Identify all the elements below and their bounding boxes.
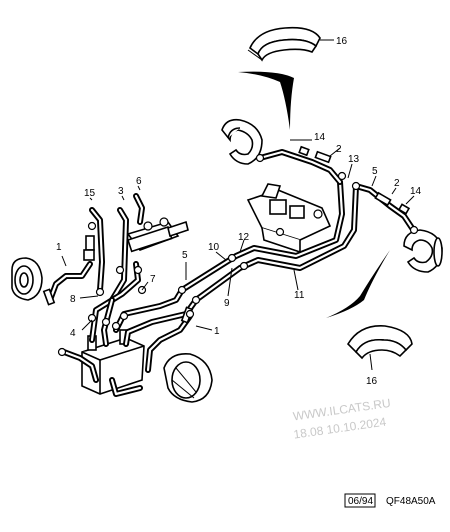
pointer-arrow-lower bbox=[326, 250, 390, 318]
callout-15: 15 bbox=[84, 188, 96, 199]
callout-labels: 16 14 2 13 5 2 14 15 3 6 1 8 7 10 12 5 9… bbox=[56, 36, 422, 387]
callout-5-upper: 5 bbox=[372, 166, 378, 177]
callout-6: 6 bbox=[136, 176, 142, 187]
callout-11: 11 bbox=[294, 290, 305, 301]
rear-left-drum bbox=[11, 257, 43, 301]
rear-right-drum bbox=[163, 352, 213, 403]
pressure-regulator-valve bbox=[246, 183, 332, 254]
pipe-nodes bbox=[57, 153, 419, 357]
hose-unions bbox=[42, 145, 411, 324]
callout-14-upper: 14 bbox=[314, 132, 326, 143]
callout-3: 3 bbox=[118, 186, 124, 197]
callout-8: 8 bbox=[70, 294, 76, 305]
callout-2-upper: 2 bbox=[336, 144, 342, 155]
callout-12: 12 bbox=[238, 232, 250, 243]
callout-16-upper: 16 bbox=[336, 36, 348, 47]
clip-16-lower bbox=[346, 325, 413, 360]
date-code: 06/94 bbox=[348, 496, 373, 507]
clip-16-upper bbox=[247, 26, 321, 62]
callout-14-lower: 14 bbox=[410, 186, 422, 197]
callout-16-lower: 16 bbox=[366, 376, 378, 387]
footer: 06/94 QF48A50A bbox=[344, 493, 436, 508]
callout-4: 4 bbox=[70, 328, 76, 339]
date-code-box bbox=[344, 493, 376, 508]
leader-lines bbox=[61, 39, 415, 371]
callout-13: 13 bbox=[348, 154, 360, 165]
callout-1-right: 1 bbox=[214, 326, 220, 337]
callout-5-lower: 5 bbox=[182, 250, 188, 261]
reference-code: QF48A50A bbox=[386, 496, 436, 507]
watermark: WWW.ILCATS.RU 18.08 10.10.2024 bbox=[292, 396, 391, 442]
callout-9: 9 bbox=[224, 298, 230, 309]
pointer-arrow-upper bbox=[238, 71, 294, 130]
master-cylinder bbox=[126, 217, 189, 253]
callout-2-lower: 2 bbox=[394, 178, 400, 189]
front-right-caliper-top bbox=[221, 118, 263, 165]
front-right-caliper-right bbox=[403, 229, 443, 273]
callout-7: 7 bbox=[150, 274, 156, 285]
callout-1-left: 1 bbox=[56, 242, 62, 253]
callout-10: 10 bbox=[208, 242, 220, 253]
